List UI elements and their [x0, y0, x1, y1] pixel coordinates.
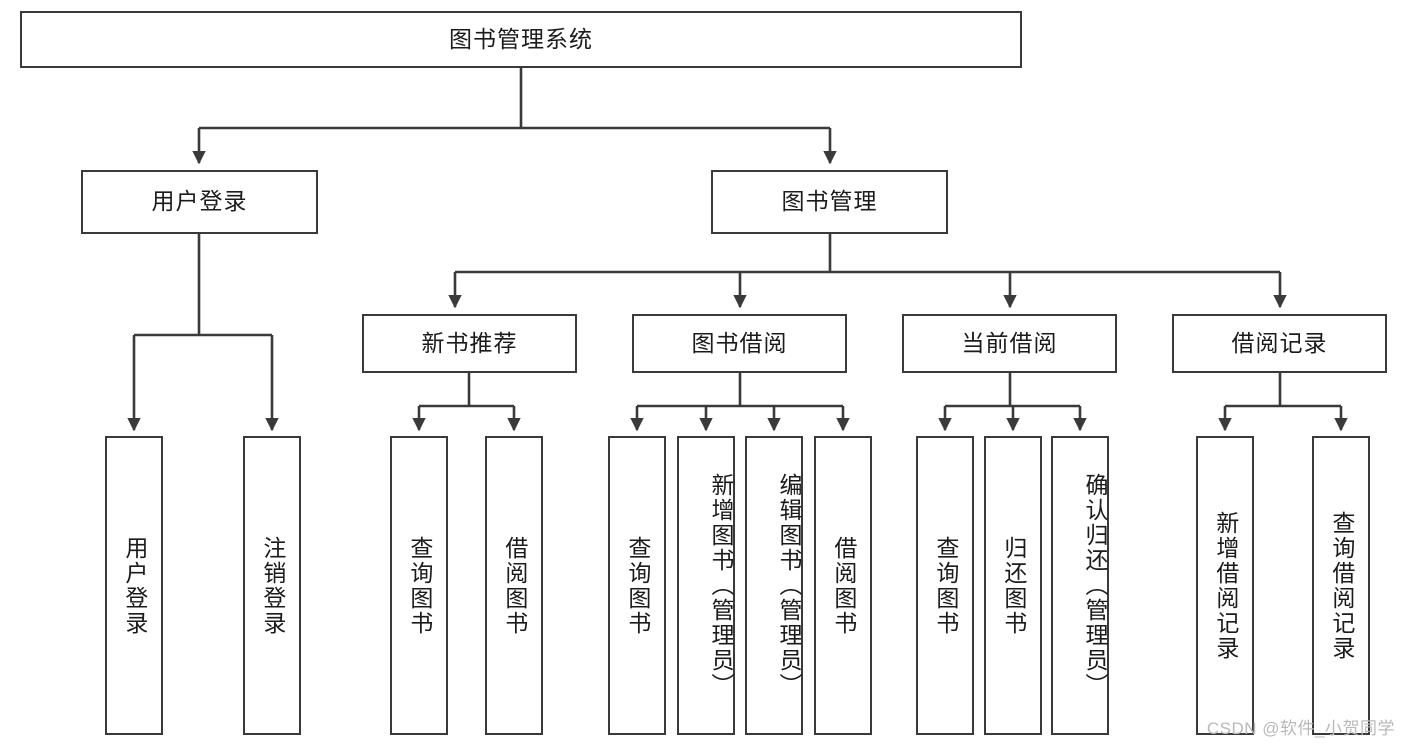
node-user-login-label: 用户登录: [151, 188, 248, 215]
node-leaf-borrow-book-1-label: 借阅图书: [501, 535, 528, 636]
node-leaf-query-book-1-label: 查询图书: [406, 535, 433, 636]
node-leaf-logout-login-label: 注销登录: [259, 535, 286, 636]
node-leaf-add-record[interactable]: 新增借阅记录: [1196, 436, 1254, 735]
node-leaf-query-book-1[interactable]: 查询图书: [390, 436, 448, 735]
node-leaf-user-login-label: 用户登录: [121, 535, 148, 636]
node-root[interactable]: 图书管理系统: [20, 11, 1022, 68]
node-book-manage[interactable]: 图书管理: [711, 170, 948, 234]
node-leaf-borrow-book-2[interactable]: 借阅图书: [814, 436, 872, 735]
node-leaf-confirm-return-label: 确认归还（管理员）: [1082, 473, 1108, 698]
node-leaf-edit-book-label: 编辑图书（管理员）: [776, 473, 802, 698]
node-leaf-borrow-book-1[interactable]: 借阅图书: [485, 436, 543, 735]
node-leaf-query-record-label: 查询借阅记录: [1328, 510, 1355, 661]
node-leaf-user-login[interactable]: 用户登录: [105, 436, 163, 735]
node-current-borrow[interactable]: 当前借阅: [902, 314, 1117, 373]
node-leaf-query-record[interactable]: 查询借阅记录: [1312, 436, 1370, 735]
node-user-login[interactable]: 用户登录: [81, 170, 318, 234]
node-current-borrow-label: 当前借阅: [961, 329, 1058, 356]
node-book-borrow[interactable]: 图书借阅: [632, 314, 847, 373]
node-new-book-recommend-label: 新书推荐: [421, 329, 518, 356]
node-leaf-query-book-2-label: 查询图书: [624, 535, 651, 636]
node-leaf-query-book-3-label: 查询图书: [932, 535, 959, 636]
node-leaf-query-book-3[interactable]: 查询图书: [916, 436, 974, 735]
node-new-book-recommend[interactable]: 新书推荐: [362, 314, 577, 373]
node-leaf-edit-book[interactable]: 编辑图书（管理员）: [745, 436, 803, 735]
node-book-borrow-label: 图书借阅: [691, 329, 788, 356]
node-leaf-return-book[interactable]: 归还图书: [984, 436, 1042, 735]
node-leaf-borrow-book-2-label: 借阅图书: [830, 535, 857, 636]
node-book-manage-label: 图书管理: [781, 188, 878, 215]
node-root-label: 图书管理系统: [449, 25, 593, 52]
node-leaf-add-book-label: 新增图书（管理员）: [708, 473, 734, 698]
node-leaf-confirm-return[interactable]: 确认归还（管理员）: [1051, 436, 1109, 735]
node-leaf-add-book[interactable]: 新增图书（管理员）: [677, 436, 735, 735]
node-leaf-logout-login[interactable]: 注销登录: [243, 436, 301, 735]
csdn-watermark: CSDN @软件_小贺同学: [1206, 719, 1395, 738]
node-leaf-return-book-label: 归还图书: [1000, 535, 1027, 636]
node-leaf-query-book-2[interactable]: 查询图书: [608, 436, 666, 735]
node-borrow-record-label: 借阅记录: [1231, 329, 1328, 356]
node-borrow-record[interactable]: 借阅记录: [1172, 314, 1387, 373]
node-leaf-add-record-label: 新增借阅记录: [1212, 510, 1239, 661]
